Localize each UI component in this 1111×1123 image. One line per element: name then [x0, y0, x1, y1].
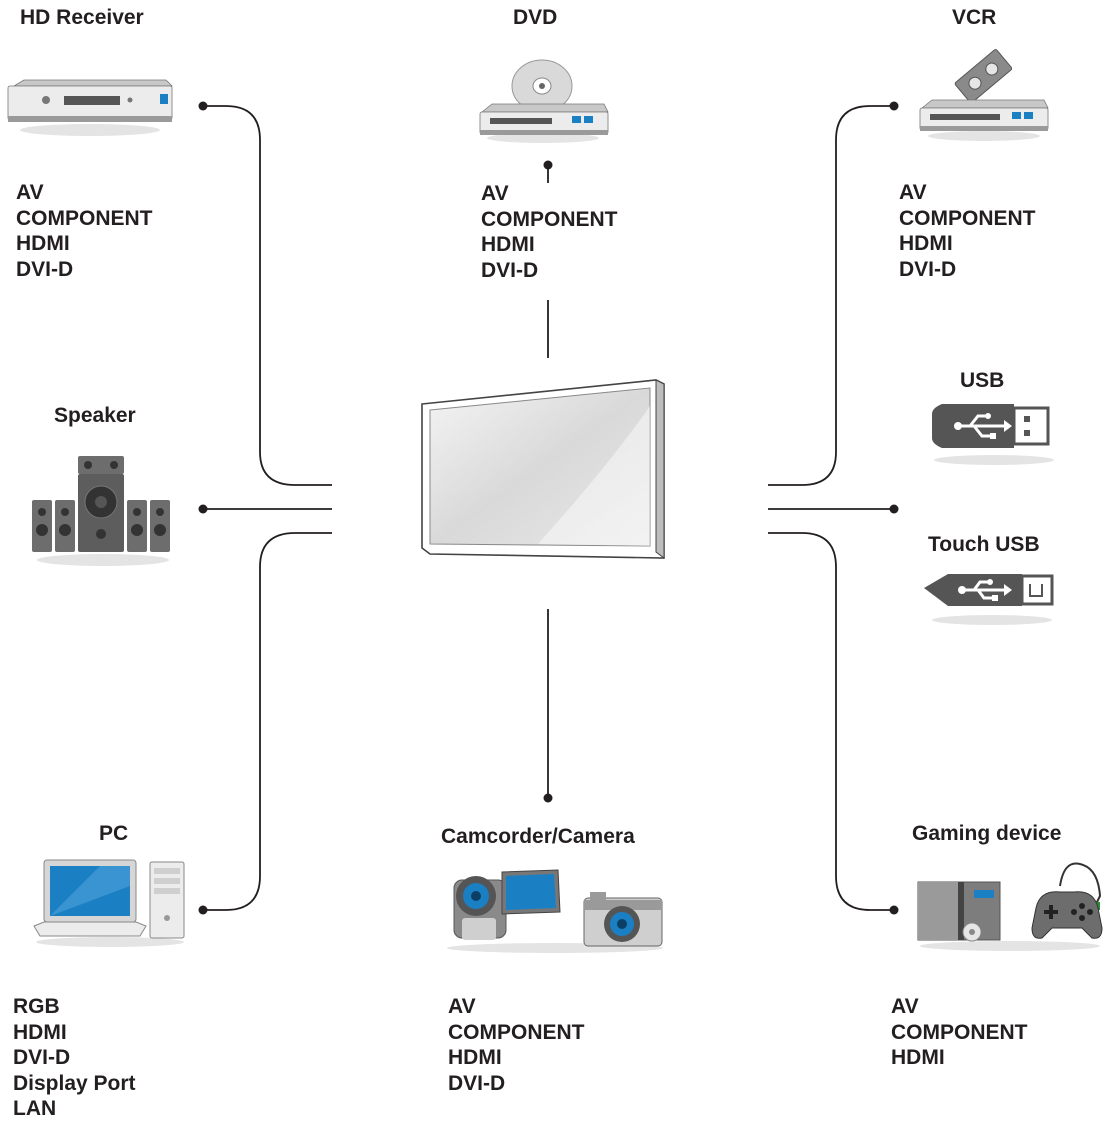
gaming-title: Gaming device	[912, 822, 1062, 845]
wire-gaming	[768, 532, 894, 911]
dot-speaker	[198, 504, 208, 514]
port-label: DVI-D	[16, 257, 74, 281]
pc-ports: RGB HDMI DVI-D Display Port LAN	[13, 994, 136, 1122]
dot-camcorder	[543, 793, 553, 803]
speaker-icon	[32, 456, 170, 566]
display-monitor	[421, 379, 665, 559]
vcr-ports: AV COMPONENT HDMI DVI-D	[899, 180, 1036, 282]
port-label: HDMI	[16, 232, 70, 255]
dot-vcr	[889, 101, 899, 111]
camcorder-title: Camcorder/Camera	[441, 825, 635, 848]
port-label: HDMI	[891, 1046, 945, 1069]
wire-pc	[203, 532, 332, 911]
port-label: AV	[448, 995, 476, 1018]
hd-receiver-title: HD Receiver	[20, 6, 144, 29]
port-label: DVI-D	[13, 1046, 71, 1069]
dvd-icon	[479, 59, 609, 143]
camcorder-ports: AV COMPONENT HDMI DVI-D	[448, 994, 585, 1096]
dot-hd-receiver	[198, 101, 208, 111]
dot-gaming	[889, 905, 899, 915]
port-label: Display Port	[13, 1071, 136, 1095]
pc-icon	[33, 859, 185, 947]
touch-usb-icon	[924, 574, 1054, 625]
dvd-ports: AV COMPONENT HDMI DVI-D	[481, 181, 618, 283]
port-label: RGB	[13, 995, 60, 1018]
dot-pc	[198, 905, 208, 915]
dvd-title: DVD	[513, 6, 558, 29]
port-label: HDMI	[448, 1046, 502, 1069]
port-label: COMPONENT	[16, 206, 153, 230]
port-label: AV	[16, 181, 44, 204]
port-label: AV	[899, 181, 927, 204]
port-label: HDMI	[481, 233, 535, 256]
port-label: COMPONENT	[899, 206, 1036, 230]
touch-usb-title: Touch USB	[928, 533, 1040, 556]
port-label: HDMI	[13, 1020, 67, 1044]
gaming-icon	[917, 862, 1103, 951]
port-label: COMPONENT	[891, 1020, 1028, 1044]
usb-title: USB	[960, 369, 1005, 392]
port-label: AV	[481, 182, 509, 205]
pc-title: PC	[99, 822, 129, 845]
gaming-ports: AV COMPONENT HDMI	[891, 994, 1028, 1071]
port-label: LAN	[13, 1097, 57, 1120]
vcr-icon	[919, 49, 1049, 141]
hd-receiver-ports: AV COMPONENT HDMI DVI-D	[16, 180, 153, 282]
port-label: AV	[891, 995, 919, 1018]
wire-vcr	[768, 105, 894, 486]
speaker-title: Speaker	[54, 404, 136, 427]
port-label: COMPONENT	[448, 1020, 585, 1044]
port-label: DVI-D	[448, 1071, 506, 1095]
wire-hd-receiver	[203, 105, 332, 486]
port-label: COMPONENT	[481, 207, 618, 231]
camcorder-icon	[447, 869, 663, 953]
port-label: HDMI	[899, 232, 953, 255]
port-label: DVI-D	[481, 258, 539, 282]
usb-icon	[932, 404, 1054, 465]
port-label: DVI-D	[899, 257, 957, 281]
dot-touch-usb	[889, 504, 899, 514]
hd-receiver-icon	[7, 79, 173, 136]
vcr-title: VCR	[952, 6, 997, 29]
dot-dvd	[543, 160, 553, 170]
